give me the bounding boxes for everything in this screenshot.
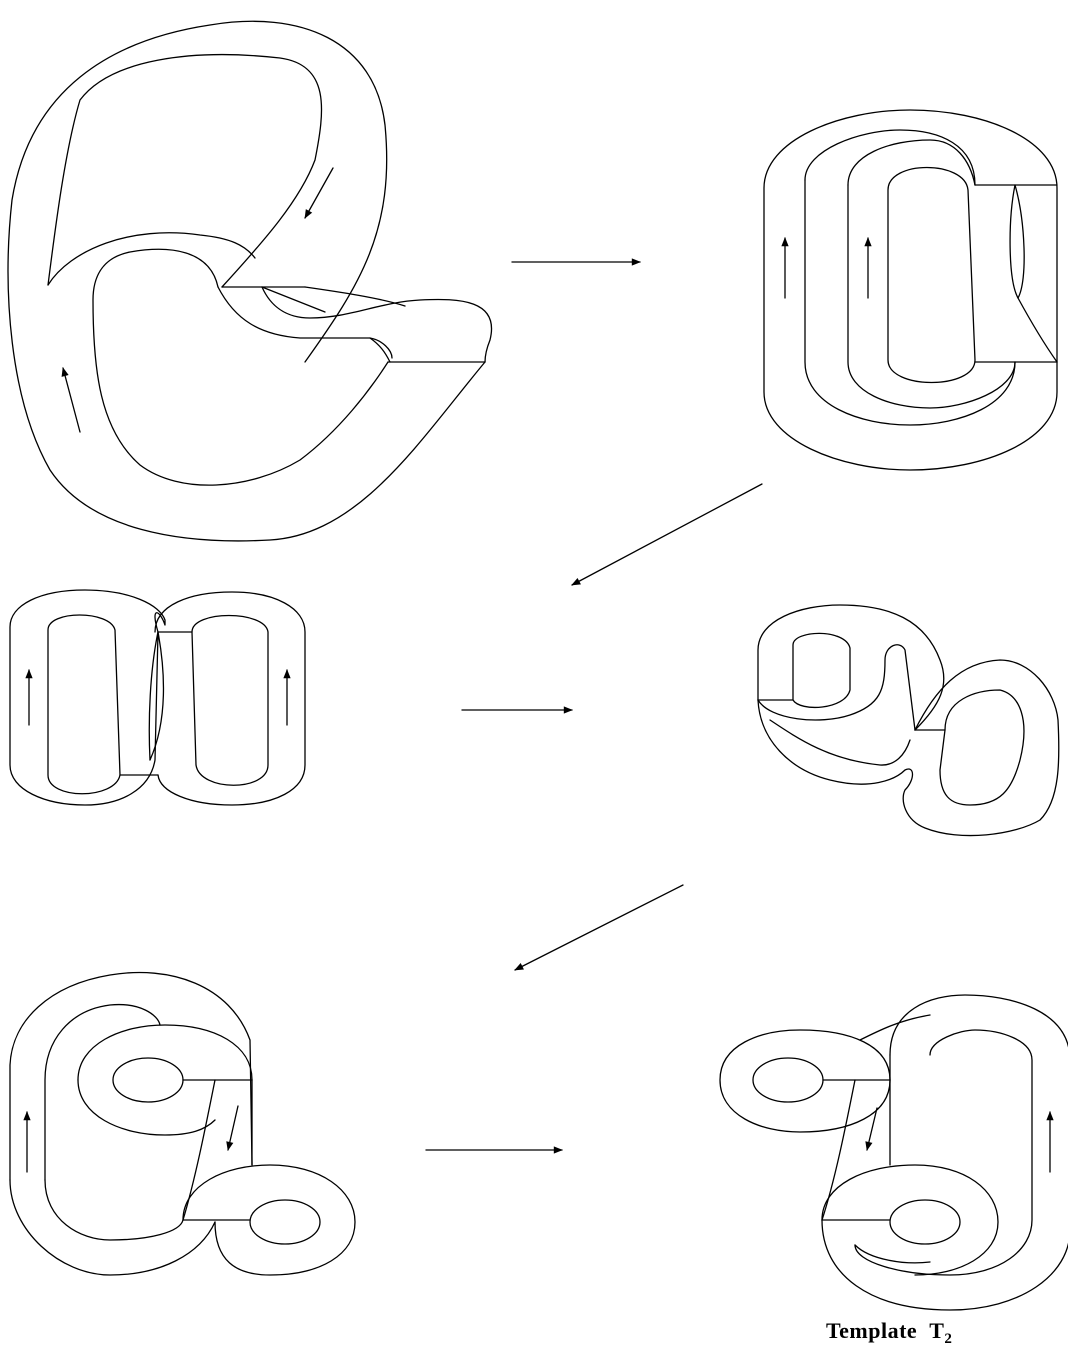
- caption-word: Template: [826, 1318, 917, 1343]
- flow-arrow-icon: [228, 1106, 238, 1150]
- template-6: [720, 995, 1068, 1310]
- caption-symbol: T: [929, 1318, 944, 1343]
- template-caption: Template T2: [826, 1318, 952, 1348]
- caption-subscript: 2: [944, 1331, 952, 1347]
- transition-arrow-icon: [515, 885, 683, 970]
- template-2: [764, 110, 1057, 470]
- flow-arrow-icon: [63, 368, 80, 432]
- template-1: [8, 21, 491, 541]
- template-4: [758, 605, 1059, 836]
- flow-arrow-icon: [305, 168, 333, 218]
- template-5: [10, 973, 355, 1275]
- template-3: [10, 590, 305, 805]
- transition-arrow-icon: [572, 484, 762, 585]
